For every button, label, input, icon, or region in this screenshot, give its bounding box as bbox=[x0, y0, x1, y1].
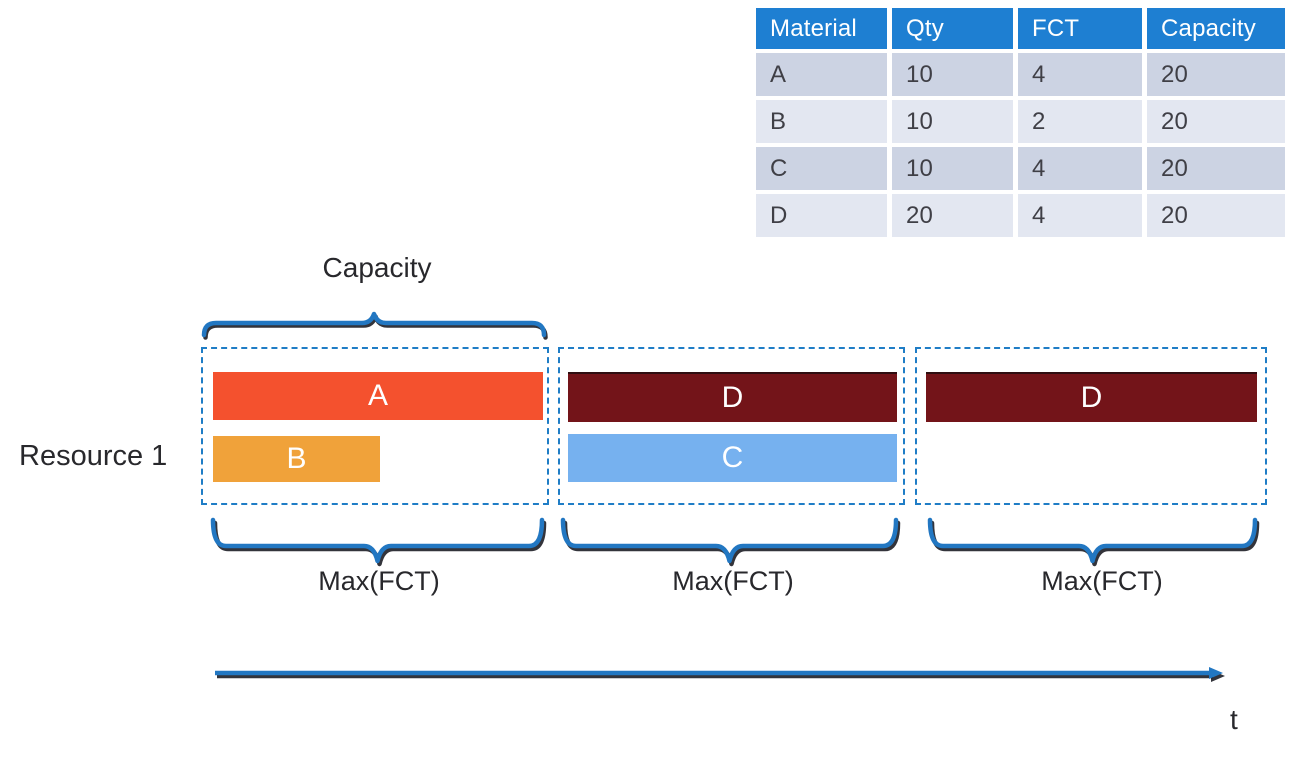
time-axis-label: t bbox=[1230, 704, 1238, 735]
bar-label: B bbox=[286, 442, 307, 475]
table-cell: 4 bbox=[1018, 53, 1142, 96]
maxfct-brace-1 bbox=[210, 517, 547, 567]
bar-material-d2: D bbox=[926, 372, 1257, 422]
bar-label: C bbox=[721, 441, 744, 474]
table-cell: 10 bbox=[892, 53, 1013, 96]
table-cell: 4 bbox=[1018, 147, 1142, 190]
bar-material-a: A bbox=[213, 372, 543, 420]
table-cell: C bbox=[756, 147, 887, 190]
table-cell: 4 bbox=[1018, 194, 1142, 237]
bar-material-d1: D bbox=[568, 372, 897, 422]
table-header-capacity: Capacity bbox=[1147, 8, 1285, 49]
table-cell: 10 bbox=[892, 147, 1013, 190]
bar-material-b: B bbox=[213, 436, 380, 482]
capacity-label: Capacity bbox=[322, 252, 432, 283]
maxfct-label-1: Max(FCT) bbox=[318, 566, 440, 596]
table-cell: B bbox=[756, 100, 887, 143]
table-cell: 20 bbox=[1147, 53, 1285, 96]
table-cell: 20 bbox=[1147, 100, 1285, 143]
bar-label: D bbox=[721, 381, 744, 414]
period-box-1 bbox=[201, 347, 549, 505]
table-header-qty: Qty bbox=[892, 8, 1013, 49]
maxfct-label-3: Max(FCT) bbox=[1041, 566, 1163, 596]
table-cell: 2 bbox=[1018, 100, 1142, 143]
table-cell: 20 bbox=[1147, 194, 1285, 237]
period-box-3 bbox=[915, 347, 1267, 505]
maxfct-brace-2 bbox=[560, 517, 901, 567]
table-cell: 20 bbox=[1147, 147, 1285, 190]
maxfct-brace-3 bbox=[927, 517, 1260, 567]
maxfct-label-2: Max(FCT) bbox=[672, 566, 794, 596]
table-cell: 20 bbox=[892, 194, 1013, 237]
time-axis-arrow bbox=[215, 667, 1225, 682]
resource-label: Resource 1 bbox=[19, 440, 168, 472]
table-cell: D bbox=[756, 194, 887, 237]
bar-label: A bbox=[367, 379, 388, 412]
bar-material-c: C bbox=[568, 434, 897, 482]
table-header-fct: FCT bbox=[1018, 8, 1142, 49]
table-cell: A bbox=[756, 53, 887, 96]
table-cell: 10 bbox=[892, 100, 1013, 143]
capacity-brace bbox=[201, 311, 548, 340]
period-box-2 bbox=[558, 347, 905, 505]
material-table: Material Qty FCT Capacity A 10 4 20 B 10… bbox=[755, 7, 1286, 238]
bar-label: D bbox=[1080, 381, 1103, 414]
table-header-material: Material bbox=[756, 8, 887, 49]
